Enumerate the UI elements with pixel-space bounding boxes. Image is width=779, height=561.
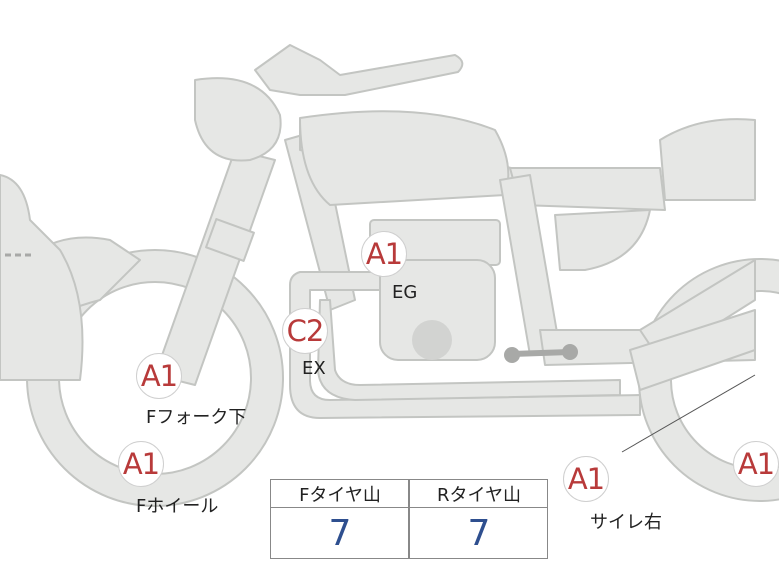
table-divider [408, 480, 410, 558]
side-right-code-badge: A1 [563, 456, 609, 502]
ffork-label: Fフォーク下 [146, 407, 247, 428]
eg-code-badge: A1 [361, 231, 407, 277]
ffork-code-badge: A1 [136, 353, 182, 399]
front-tread-value: 7 [328, 512, 352, 554]
side-right-label: サイレ右 [590, 512, 662, 533]
motorcycle-illustration [0, 44, 779, 507]
rear-tread-value: 7 [467, 512, 491, 554]
fwheel-label: Fホイール [136, 496, 219, 517]
ex-code-badge: C2 [282, 308, 328, 354]
tire-tread-table: Fタイヤ山 Rタイヤ山 7 7 [270, 479, 548, 559]
ex-label: EX [302, 358, 326, 379]
rear-code-badge: A1 [733, 441, 779, 487]
rear-tread-header: Rタイヤ山 [410, 480, 548, 508]
eg-label: EG [392, 282, 418, 303]
front-tread-header: Fタイヤ山 [271, 480, 409, 508]
fwheel-code-badge: A1 [118, 441, 164, 487]
